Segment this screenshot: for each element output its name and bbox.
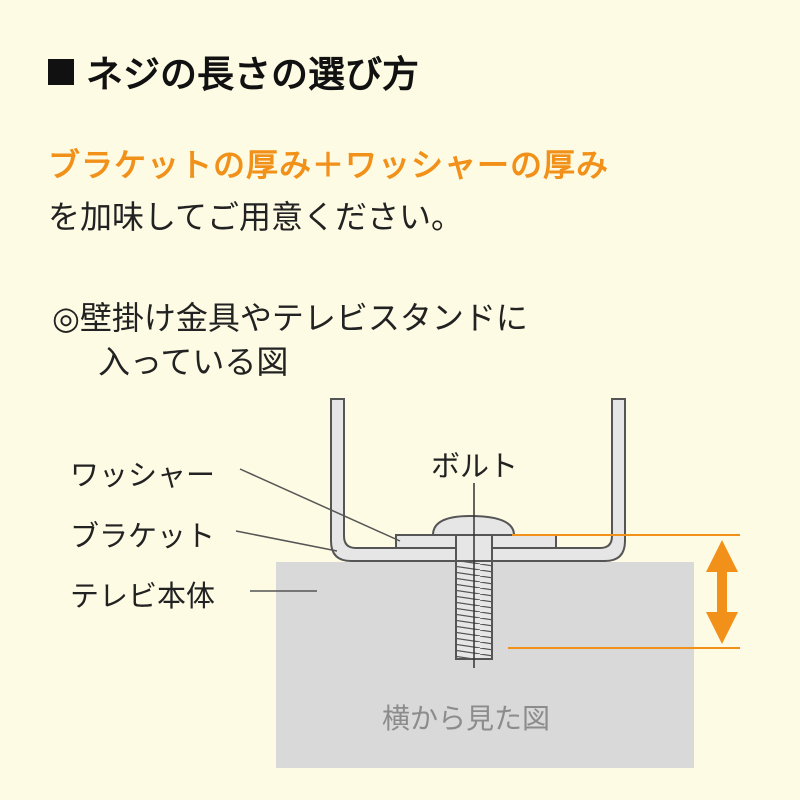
tv-body-label: テレビ本体 [70,579,216,613]
page-title: ネジの長さの選び方 [48,44,419,98]
instruction-text: を加味してご用意ください。 [48,198,464,236]
bracket-shape [330,398,626,562]
caption-line-2: 入っている図 [98,343,289,381]
highlight-text: ブラケットの厚み＋ワッシャーの厚み [48,146,610,184]
bolt-label: ボルト [431,449,519,483]
title-text: ネジの長さの選び方 [86,53,419,96]
caption-line-1: ◎壁掛け金具やテレビスタンドに [52,299,528,337]
side-view-label: 横から見た図 [382,702,551,735]
diagram-caption: ◎壁掛け金具やテレビスタンドに 入っている図 [52,296,528,384]
bracket-leader-line [235,530,338,552]
square-bullet-icon [48,59,74,85]
washer-leader-line [239,468,401,542]
thickness-arrow-icon [706,540,738,644]
bracket-label: ブラケット [70,519,216,553]
washer-label: ワッシャー [70,458,216,492]
